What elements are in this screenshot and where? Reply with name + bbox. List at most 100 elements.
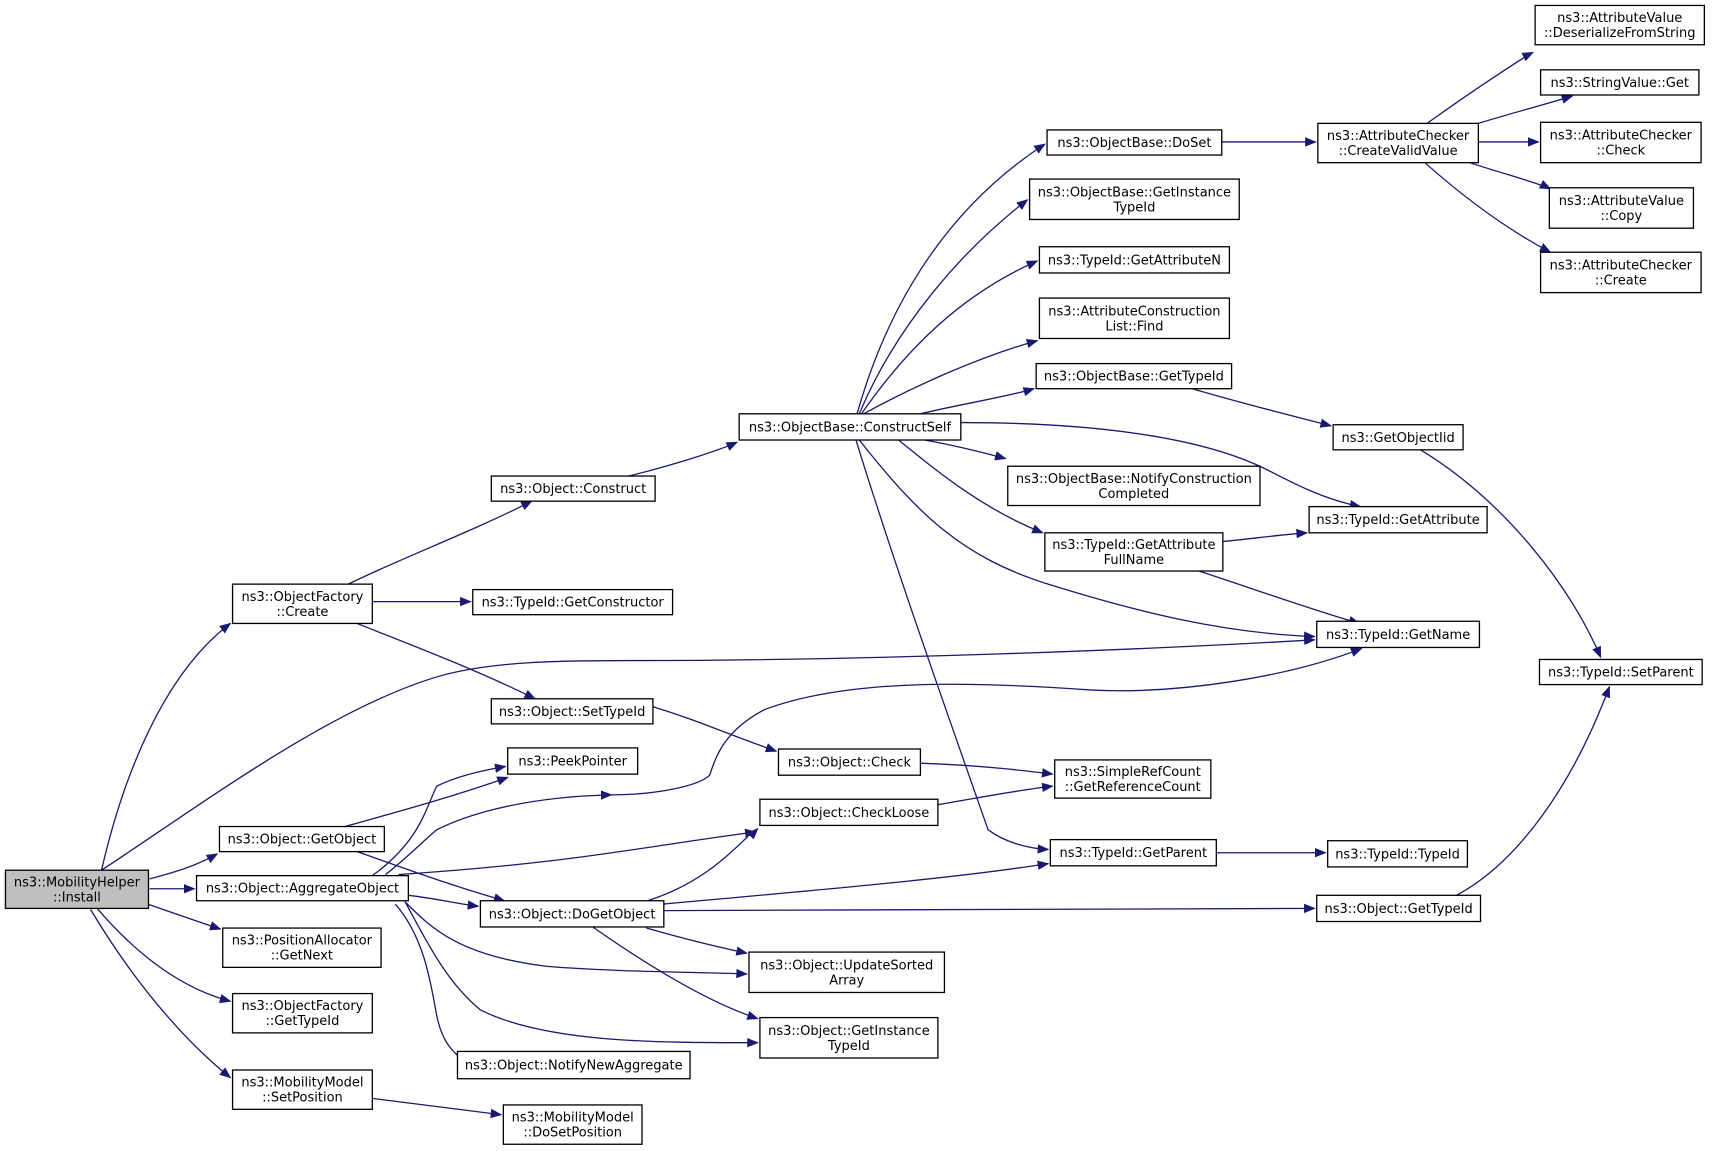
- call-edge: [408, 895, 480, 911]
- call-edge: [925, 440, 1007, 461]
- node-getName[interactable]: ns3::TypeId::GetName: [1316, 620, 1481, 649]
- node-box: [456, 1050, 691, 1080]
- node-avCopy[interactable]: ns3::AttributeValue::Copy: [1548, 187, 1695, 229]
- node-label: FullName: [1104, 553, 1165, 568]
- node-box: [738, 413, 962, 441]
- node-obGetTypeId[interactable]: ns3::ObjectBase::GetTypeId: [1035, 362, 1233, 390]
- node-box: [231, 583, 373, 625]
- node-label: ns3::ObjectBase::NotifyConstruction: [1016, 472, 1252, 487]
- node-box: [490, 475, 656, 502]
- call-edge: [864, 338, 1039, 414]
- node-box: [777, 748, 922, 776]
- node-acCheck[interactable]: ns3::AttributeChecker::Check: [1539, 121, 1702, 164]
- node-aggregate[interactable]: ns3::Object::AggregateObject: [195, 875, 409, 902]
- node-label: ns3::AttributeChecker: [1327, 129, 1470, 144]
- call-edge: [861, 261, 1039, 414]
- node-posAlloc[interactable]: ns3::PositionAllocator::GetNext: [222, 927, 382, 969]
- node-box: [1539, 69, 1700, 96]
- node-box: [1327, 840, 1469, 868]
- node-label: ns3::ObjectBase::GetTypeId: [1044, 370, 1224, 385]
- node-doGetObject[interactable]: ns3::Object::DoGetObject: [479, 900, 665, 928]
- node-avDeser[interactable]: ns3::AttributeValue::DeserializeFromStri…: [1534, 4, 1706, 46]
- node-label: ns3::GetObjectIid: [1341, 431, 1454, 446]
- node-label: ::Copy: [1601, 209, 1643, 224]
- node-box: [502, 1104, 643, 1145]
- node-acCreate[interactable]: ns3::AttributeChecker::Create: [1539, 251, 1702, 294]
- call-edge: [372, 1098, 503, 1119]
- call-edge: [357, 623, 537, 698]
- node-createValid[interactable]: ns3::AttributeChecker::CreateValidValue: [1317, 122, 1479, 164]
- node-label: ns3::AttributeChecker: [1550, 128, 1693, 143]
- node-root[interactable]: ns3::MobilityHelper::Install: [4, 869, 150, 910]
- node-getObject[interactable]: ns3::Object::GetObject: [218, 825, 385, 853]
- node-box: [1317, 122, 1479, 164]
- node-box: [1007, 465, 1261, 507]
- node-simpleRef[interactable]: ns3::SimpleRefCount::GetReferenceCount: [1054, 759, 1212, 799]
- node-label: ns3::TypeId::GetConstructor: [482, 596, 665, 611]
- node-box: [231, 1069, 373, 1110]
- node-label: ::GetReferenceCount: [1065, 780, 1201, 795]
- call-edge: [611, 649, 1363, 795]
- node-svGet[interactable]: ns3::StringValue::Get: [1539, 69, 1700, 96]
- call-edge: [348, 501, 533, 584]
- node-label: ns3::AttributeConstruction: [1048, 304, 1220, 319]
- node-label: ns3::TypeId::SetParent: [1548, 666, 1694, 681]
- node-notifyConstr[interactable]: ns3::ObjectBase::NotifyConstructionCompl…: [1007, 465, 1261, 507]
- node-box: [1538, 658, 1703, 686]
- node-label: ::SetPosition: [262, 1091, 343, 1106]
- call-edge: [920, 387, 1036, 414]
- node-label: ::Create: [276, 605, 328, 620]
- node-factoryCreate[interactable]: ns3::ObjectFactory::Create: [231, 583, 373, 625]
- call-edge: [664, 860, 1050, 904]
- node-getAttribute[interactable]: ns3::TypeId::GetAttribute: [1308, 505, 1488, 534]
- node-box: [1038, 246, 1231, 274]
- node-objGetTypeId[interactable]: ns3::Object::GetTypeId: [1316, 894, 1482, 923]
- node-mmDoSetPos[interactable]: ns3::MobilityModel::DoSetPosition: [502, 1104, 643, 1145]
- node-setParent[interactable]: ns3::TypeId::SetParent: [1538, 658, 1703, 686]
- node-label: ns3::ObjectBase::ConstructSelf: [749, 420, 952, 435]
- call-edge: [646, 928, 749, 956]
- node-getAttrN[interactable]: ns3::TypeId::GetAttributeN: [1038, 246, 1231, 274]
- node-construct[interactable]: ns3::Object::Construct: [490, 475, 656, 502]
- node-box: [1028, 178, 1240, 221]
- node-box: [1054, 759, 1212, 799]
- node-label: Array: [829, 973, 864, 988]
- node-constructSelf[interactable]: ns3::ObjectBase::ConstructSelf: [738, 413, 962, 441]
- node-label: ns3::Object::SetTypeId: [499, 705, 645, 720]
- node-mmSetPos[interactable]: ns3::MobilityModel::SetPosition: [231, 1069, 373, 1110]
- node-getConstructor[interactable]: ns3::TypeId::GetConstructor: [472, 588, 674, 616]
- node-box: [4, 869, 150, 910]
- node-label: ns3::Object::CheckLoose: [768, 806, 929, 821]
- node-label: ::Create: [1595, 273, 1647, 288]
- call-edge: [399, 828, 757, 875]
- node-box: [1035, 362, 1233, 390]
- node-checkLoose[interactable]: ns3::Object::CheckLoose: [759, 798, 939, 827]
- node-doSet[interactable]: ns3::ObjectBase::DoSet: [1046, 129, 1223, 156]
- node-peek[interactable]: ns3::PeekPointer: [507, 747, 639, 775]
- call-edge: [899, 440, 1044, 533]
- node-check[interactable]: ns3::Object::Check: [777, 748, 922, 776]
- call-edge: [405, 902, 749, 979]
- node-label: ns3::Object::GetTypeId: [1325, 902, 1473, 917]
- node-label: ns3::ObjectFactory: [242, 590, 364, 605]
- node-getObjectIid[interactable]: ns3::GetObjectIid: [1332, 424, 1464, 451]
- node-box: [218, 825, 385, 853]
- node-label: ns3::AttributeChecker: [1550, 258, 1693, 273]
- node-box: [472, 588, 674, 616]
- node-label: ::Install: [53, 890, 101, 905]
- node-setTypeId[interactable]: ns3::Object::SetTypeId: [490, 698, 654, 725]
- node-typeIdCtor[interactable]: ns3::TypeId::TypeId: [1327, 840, 1469, 868]
- node-box: [1046, 129, 1223, 156]
- node-getParent[interactable]: ns3::TypeId::GetParent: [1049, 838, 1217, 867]
- node-factoryTypeId[interactable]: ns3::ObjectFactory::GetTypeId: [231, 992, 373, 1034]
- node-notifyNewAgg[interactable]: ns3::Object::NotifyNewAggregate: [456, 1050, 691, 1080]
- node-label: ns3::StringValue::Get: [1551, 76, 1689, 91]
- call-edge: [1223, 528, 1309, 542]
- call-edge: [938, 782, 1054, 805]
- call-edge: [920, 763, 1054, 778]
